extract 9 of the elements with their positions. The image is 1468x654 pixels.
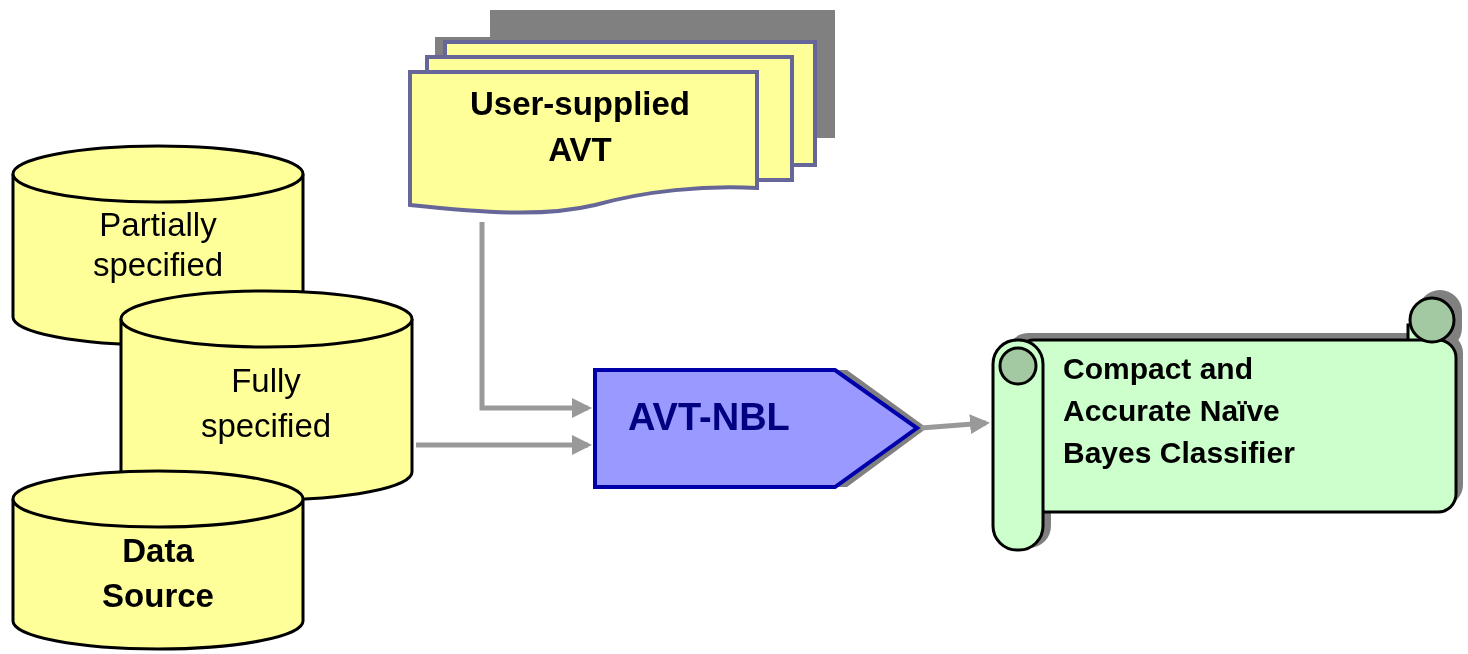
node-label: Compact and Accurate Naïve Bayes Classifier	[1063, 351, 1296, 471]
node-label: Data Source	[101, 531, 215, 616]
node-label: Partially specified	[91, 205, 225, 285]
arrow	[416, 435, 592, 455]
node-label: User-supplied AVT	[468, 84, 691, 170]
node-label: Fully specified	[199, 361, 333, 446]
arrow	[479, 222, 592, 418]
arrow	[920, 414, 990, 435]
node-label: AVT-NBL	[628, 395, 791, 440]
